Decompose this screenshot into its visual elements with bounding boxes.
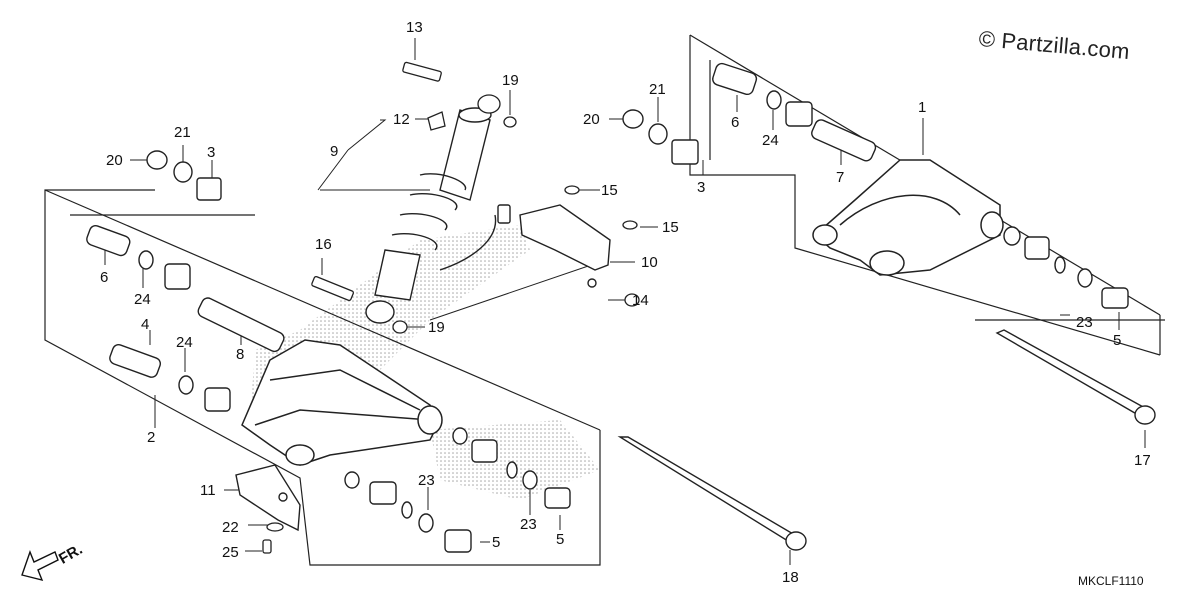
callout-5-b: 5 [556, 531, 565, 548]
callout-24-right: 24 [762, 132, 779, 149]
screw-15 [564, 185, 640, 307]
bolt-13 [402, 61, 442, 82]
callout-23-a: 23 [418, 472, 435, 489]
callout-6-right: 6 [731, 114, 740, 131]
callout-11: 11 [200, 482, 216, 499]
callout-13: 13 [406, 19, 423, 36]
callout-23-right: 23 [1076, 314, 1093, 331]
callout-3-right: 3 [697, 179, 706, 196]
axle-18 [617, 436, 807, 551]
callout-24-left-a: 24 [134, 291, 151, 308]
bracket-10 [519, 204, 611, 288]
callout-8: 8 [236, 346, 245, 363]
callout-12: 12 [393, 111, 410, 128]
callout-22: 22 [222, 519, 239, 536]
right-small-parts [622, 62, 1129, 309]
cap-part-12 [427, 111, 446, 131]
swingarm-right [812, 159, 1004, 276]
callout-25: 25 [222, 544, 239, 561]
callout-15-a: 15 [601, 182, 618, 199]
callout-24-left-b: 24 [176, 334, 193, 351]
axle-17 [995, 329, 1156, 425]
callout-20-left: 20 [106, 152, 123, 169]
callout-14: 14 [632, 292, 649, 309]
callout-18: 18 [782, 569, 799, 586]
callout-16: 16 [315, 236, 332, 253]
shock-absorber [365, 107, 511, 324]
bolt-16 [311, 275, 354, 302]
callout-1: 1 [918, 99, 927, 116]
callout-10: 10 [641, 254, 658, 271]
diagram-code: MKCLF1110 [1078, 574, 1144, 588]
washer-22-bolt-25 [262, 522, 284, 554]
front-arrow-icon [21, 550, 59, 582]
callout-20-right: 20 [583, 111, 600, 128]
callout-2: 2 [147, 429, 156, 446]
plate-part-11 [235, 464, 301, 532]
callout-7: 7 [836, 169, 845, 186]
callout-19-top: 19 [502, 72, 519, 89]
leader-lines [104, 38, 1146, 565]
callout-9: 9 [330, 143, 339, 160]
callout-15-b: 15 [662, 219, 679, 236]
callout-21-right: 21 [649, 81, 666, 98]
group-outline-left [44, 189, 601, 566]
swingarm-left [241, 339, 443, 466]
callout-6-left: 6 [100, 269, 109, 286]
callout-5-a: 5 [492, 534, 501, 551]
left-small-parts [86, 150, 285, 412]
callout-23-b: 23 [520, 516, 537, 533]
callout-4: 4 [141, 316, 150, 333]
callout-19-mid: 19 [428, 319, 445, 336]
callout-17: 17 [1134, 452, 1151, 469]
callout-21-left: 21 [174, 124, 191, 141]
callout-3-left: 3 [207, 144, 216, 161]
collar-19-top [392, 94, 517, 334]
callout-5-right: 5 [1113, 332, 1122, 349]
lower-bearing-parts [344, 427, 571, 553]
